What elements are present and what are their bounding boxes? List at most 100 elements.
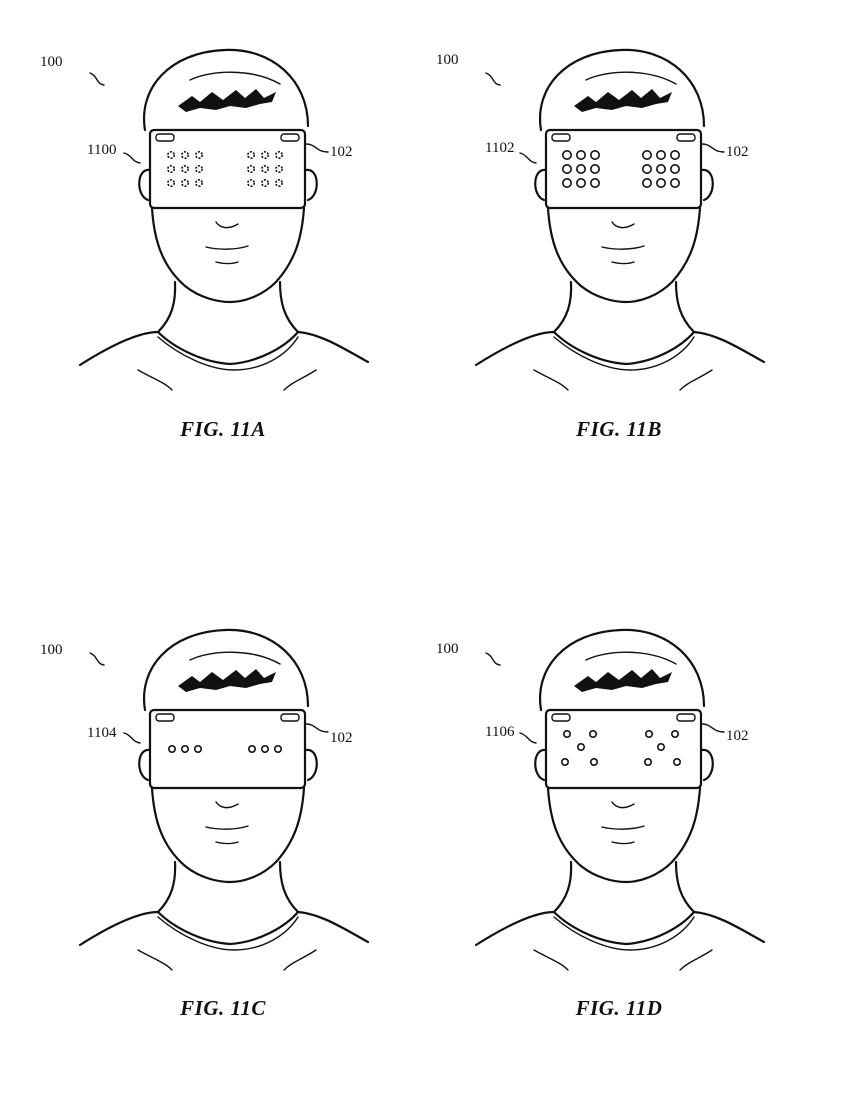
figure-11b-drawing bbox=[474, 48, 766, 391]
ref-device-label: 100 bbox=[436, 641, 459, 657]
headset-sensor-left bbox=[155, 133, 175, 142]
display-dot-right-0 bbox=[247, 151, 256, 160]
display-dot-right-0 bbox=[671, 730, 680, 739]
mouth bbox=[601, 245, 645, 250]
figure-11a-drawing bbox=[78, 48, 370, 391]
collar bbox=[157, 336, 299, 371]
ref-pattern-label: 1102 bbox=[485, 140, 515, 156]
ref-device-label: 100 bbox=[40, 54, 63, 70]
display-dot-right-8 bbox=[670, 178, 681, 189]
display-dot-right-7 bbox=[656, 178, 667, 189]
display-dot-left-7 bbox=[181, 179, 190, 188]
mouth bbox=[205, 245, 249, 250]
leader-device bbox=[485, 72, 501, 86]
display-dot-right-4 bbox=[261, 165, 270, 174]
leader-pattern bbox=[519, 152, 537, 164]
display-dot-left-0 bbox=[168, 745, 177, 754]
neck-right bbox=[674, 280, 696, 334]
figure-11c-drawing bbox=[78, 628, 370, 971]
head-outline-top bbox=[142, 628, 310, 712]
head-outline-top bbox=[142, 48, 310, 132]
neck-right bbox=[674, 860, 696, 914]
display-dot-left-1 bbox=[576, 150, 587, 161]
left-ear bbox=[534, 748, 548, 782]
collar bbox=[553, 336, 695, 371]
right-ear bbox=[304, 168, 318, 202]
shoulders bbox=[78, 910, 370, 947]
display-dot-right-2 bbox=[275, 151, 284, 160]
figure-11d-drawing bbox=[474, 628, 766, 971]
figure-11a-panel: 100 1100 102 FIG. 11A bbox=[40, 40, 440, 520]
mouth bbox=[601, 825, 645, 830]
ref-device-label: 100 bbox=[40, 642, 63, 658]
nose bbox=[215, 221, 239, 229]
head-outline-top bbox=[538, 48, 706, 132]
hair-shape bbox=[574, 89, 672, 112]
display-dot-right-2 bbox=[657, 743, 666, 752]
neck-right bbox=[278, 280, 300, 334]
leader-visor bbox=[305, 143, 329, 153]
figure-11d-panel: 100 1106 102 FIG. 11D bbox=[436, 620, 836, 1100]
display-dot-left-1 bbox=[181, 745, 190, 754]
headset-sensor-left bbox=[551, 133, 571, 142]
display-dot-left-4 bbox=[576, 164, 587, 175]
head-outline-top bbox=[538, 628, 706, 712]
display-dot-right-1 bbox=[645, 730, 654, 739]
display-dot-right-3 bbox=[642, 164, 653, 175]
right-ear bbox=[700, 748, 714, 782]
hair-shape bbox=[178, 89, 276, 112]
head-illustration bbox=[474, 48, 766, 391]
display-dot-right-3 bbox=[673, 758, 682, 767]
left-ear bbox=[534, 168, 548, 202]
display-dot-left-3 bbox=[167, 165, 176, 174]
shoulders bbox=[474, 910, 766, 947]
display-dot-left-5 bbox=[195, 165, 204, 174]
headset-sensor-right bbox=[280, 713, 300, 722]
shirt-fold-right bbox=[679, 949, 713, 971]
leader-pattern bbox=[123, 152, 141, 164]
right-ear bbox=[700, 168, 714, 202]
neck-left bbox=[552, 280, 573, 334]
display-dot-left-6 bbox=[562, 178, 573, 189]
ref-pattern-label: 1100 bbox=[87, 142, 117, 158]
ref-visor-label: 102 bbox=[330, 730, 353, 746]
ref-device-label: 100 bbox=[436, 52, 459, 68]
display-dot-right-4 bbox=[644, 758, 653, 767]
display-dot-left-3 bbox=[561, 758, 570, 767]
leader-device bbox=[89, 72, 105, 86]
hair-line bbox=[585, 71, 677, 85]
display-dot-left-1 bbox=[589, 730, 598, 739]
hair-line bbox=[189, 651, 281, 665]
headset-sensor-left bbox=[551, 713, 571, 722]
display-dot-right-2 bbox=[670, 150, 681, 161]
neck-left bbox=[156, 280, 177, 334]
leader-visor bbox=[701, 143, 725, 153]
figure-caption: FIG. 11A bbox=[180, 417, 266, 441]
shirt-fold-right bbox=[679, 369, 713, 391]
figure-caption: FIG. 11B bbox=[576, 417, 662, 441]
display-dot-left-2 bbox=[590, 150, 601, 161]
neck-left bbox=[156, 860, 177, 914]
display-dot-left-2 bbox=[195, 151, 204, 160]
hair-shape bbox=[574, 669, 672, 692]
display-dot-right-0 bbox=[642, 150, 653, 161]
headset-visor bbox=[544, 128, 703, 210]
shoulders bbox=[474, 330, 766, 367]
display-dot-right-5 bbox=[670, 164, 681, 175]
display-dot-right-0 bbox=[248, 745, 257, 754]
display-dot-left-2 bbox=[194, 745, 203, 754]
right-ear bbox=[304, 748, 318, 782]
display-dot-right-8 bbox=[275, 179, 284, 188]
display-dot-right-1 bbox=[656, 150, 667, 161]
headset-sensor-left bbox=[155, 713, 175, 722]
leader-device bbox=[485, 652, 501, 666]
headset-visor bbox=[148, 708, 307, 790]
neck-right bbox=[278, 860, 300, 914]
display-dot-left-6 bbox=[167, 179, 176, 188]
collar bbox=[157, 916, 299, 951]
display-dot-left-5 bbox=[590, 164, 601, 175]
display-dot-left-4 bbox=[181, 165, 190, 174]
display-dot-left-0 bbox=[562, 150, 573, 161]
figure-11c-panel: 100 1104 102 FIG. 11C bbox=[40, 620, 440, 1100]
shirt-fold-left bbox=[137, 949, 173, 971]
